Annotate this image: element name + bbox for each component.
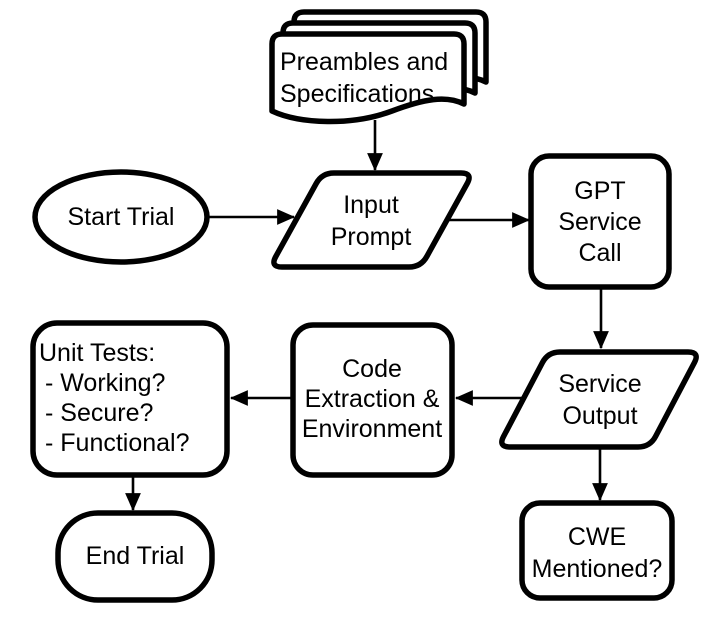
node-service-output: Service Output (499, 349, 699, 450)
node-label: End Trial (86, 542, 185, 570)
node-label: - Working? (45, 369, 165, 397)
start-terminator-shape (32, 169, 210, 265)
service-output-shape (499, 349, 699, 450)
node-label: Specifications (280, 80, 434, 108)
node-label: GPT (574, 177, 625, 205)
node-label: Code (342, 355, 402, 383)
node-label: Start Trial (68, 203, 175, 231)
node-unit-tests: Unit Tests: - Working? - Secure? - Funct… (30, 320, 230, 478)
node-gpt-service-call: GPT Service Call (528, 153, 672, 290)
node-label: Extraction & (305, 385, 440, 413)
end-terminator-shape (55, 510, 215, 603)
node-label: Environment (302, 415, 442, 443)
code-extraction-shape (290, 322, 455, 478)
node-code-extraction: Code Extraction & Environment (290, 322, 455, 478)
node-start-trial: Start Trial (32, 169, 210, 265)
node-label: Call (578, 239, 621, 267)
node-input-prompt: Input Prompt (271, 170, 472, 270)
node-label: Input (343, 191, 399, 219)
node-label: - Functional? (45, 429, 190, 457)
node-label: Service (558, 370, 641, 398)
node-label: - Secure? (45, 399, 153, 427)
node-label: CWE (568, 523, 626, 551)
node-label: Unit Tests: (39, 339, 155, 367)
node-cwe-mentioned: CWE Mentioned? (519, 500, 675, 601)
cwe-mentioned-shape (519, 500, 675, 601)
node-label: Service (558, 208, 641, 236)
node-label: Prompt (331, 223, 412, 251)
unit-tests-shape (30, 320, 230, 478)
input-prompt-shape (271, 170, 472, 270)
gpt-service-call-shape (528, 153, 672, 290)
node-label: Output (562, 402, 637, 430)
edges (125, 120, 609, 512)
node-label: Preambles and (280, 48, 448, 76)
document-sheet-front (269, 31, 467, 125)
node-preambles-documents: Preambles and Specifications (269, 9, 489, 125)
node-label: Mentioned? (532, 555, 663, 583)
node-end-trial: End Trial (55, 510, 215, 603)
